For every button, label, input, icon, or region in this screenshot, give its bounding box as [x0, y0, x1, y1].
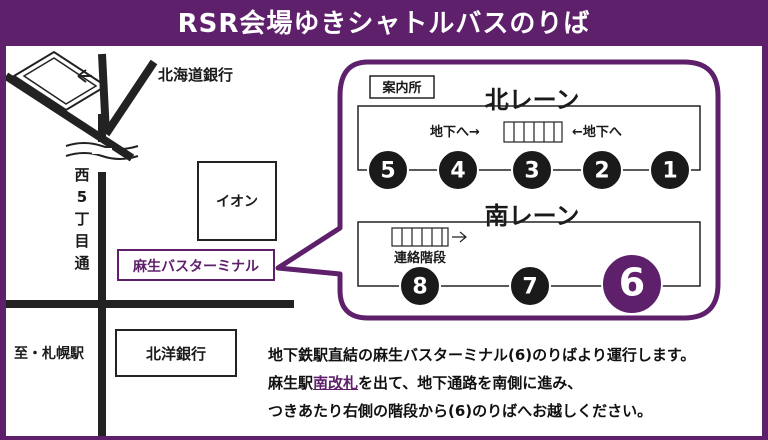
sapporo-label: 至・札幌駅	[14, 345, 85, 362]
stop-6-label: 6	[619, 260, 645, 304]
aeon-label: イオン	[216, 194, 258, 210]
underground-right-label: ←地下へ	[572, 124, 622, 140]
stop-8-marker: 8	[399, 265, 441, 307]
hokuyo-bank-box	[115, 329, 237, 377]
stop-5-label: 5	[380, 159, 395, 184]
stop-8-label: 8	[412, 275, 427, 300]
info-line-2: 麻生駅南改札を出て、地下通路を南側に進み、	[268, 372, 582, 393]
bank-north-label: 北海道銀行	[158, 66, 233, 84]
north-stops: 5 4 3 2 1	[367, 149, 691, 191]
roads	[6, 53, 294, 436]
street-label: 西 5 丁 目 通	[74, 166, 89, 272]
stop-2-marker: 2	[581, 149, 623, 191]
underground-stairs-icon	[503, 121, 563, 143]
info-line-2-pre: 麻生駅	[268, 374, 314, 392]
info-desk-box	[369, 75, 435, 99]
stop-7-label: 7	[522, 275, 537, 300]
info-line-3: つきあたり右側の階段から(6)のりばへお越しください。	[268, 402, 653, 420]
shuttle-map: 北海道銀行 西 5 丁 目 通 イオン 麻生バスターミナル 至・札幌駅 北洋銀行…	[6, 50, 721, 436]
underground-left-label: 地下へ→	[430, 124, 480, 140]
north-lane-title: 北レーン	[485, 86, 580, 114]
terminal-label: 麻生バスターミナル	[132, 258, 259, 275]
stop-4-marker: 4	[437, 149, 479, 191]
stop-3-marker: 3	[511, 149, 553, 191]
info-line-2-post: を出て、地下通路を南側に進み、	[358, 374, 583, 392]
stairs-label: 連絡階段	[394, 250, 446, 266]
stop-5-marker: 5	[367, 149, 409, 191]
building-north	[12, 50, 108, 112]
page-title: RSR会場ゆきシャトルバスのりば	[177, 8, 591, 39]
lane-callout	[275, 59, 721, 321]
connecting-stairs-icon	[391, 227, 467, 247]
stop-1-marker: 1	[649, 149, 691, 191]
road-break	[65, 142, 139, 160]
south-gate-label: 南改札	[313, 374, 359, 392]
stop-3-label: 3	[524, 159, 539, 184]
svg-text:5: 5	[77, 188, 87, 206]
stop-6-marker: 6	[601, 253, 663, 315]
arrow-left-icon	[77, 69, 92, 83]
aeon-building	[197, 161, 277, 241]
stop-7-marker: 7	[509, 265, 551, 307]
terminal-box	[117, 249, 275, 281]
content-panel: 北海道銀行 西 5 丁 目 通 イオン 麻生バスターミナル 至・札幌駅 北洋銀行…	[6, 46, 762, 436]
svg-text:丁: 丁	[74, 210, 89, 228]
svg-text:西: 西	[74, 166, 89, 184]
stop-2-label: 2	[594, 159, 609, 184]
svg-text:目: 目	[74, 232, 89, 250]
south-stops: 8 7 6	[399, 253, 663, 315]
bank-south-label: 北洋銀行	[146, 345, 206, 363]
south-lane-title: 南レーン	[485, 202, 580, 230]
info-desk-label: 案内所	[381, 80, 421, 96]
svg-text:通: 通	[74, 254, 89, 272]
info-line-1: 地下鉄駅直結の麻生バスターミナル(6)のりばより運行します。	[268, 346, 696, 364]
stop-1-label: 1	[662, 159, 677, 184]
stop-4-label: 4	[450, 159, 465, 184]
